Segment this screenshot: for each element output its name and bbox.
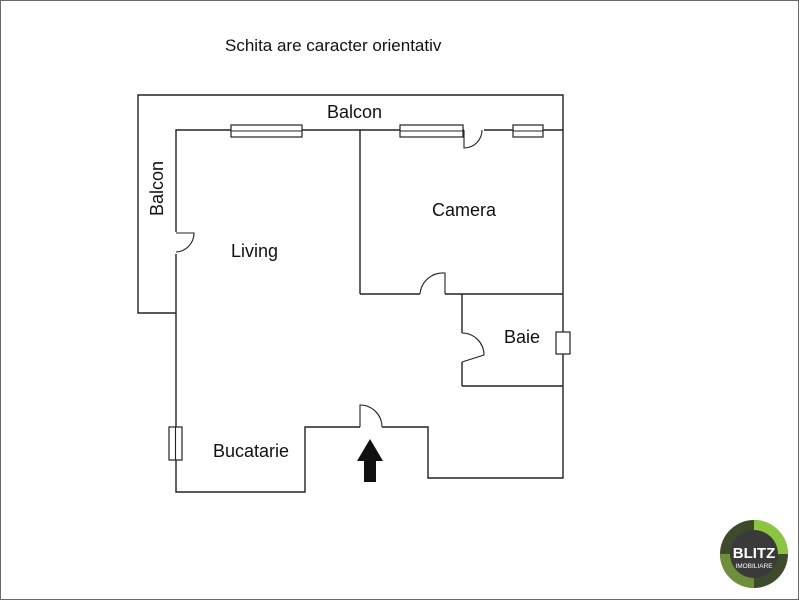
label-bucatarie: Bucatarie xyxy=(213,441,289,461)
door-gap-living-balcony xyxy=(173,232,179,254)
logo-sub: IMOBILIARE xyxy=(735,563,773,570)
entrance-arrow-icon xyxy=(357,439,383,482)
label-balcon-top: Balcon xyxy=(327,102,382,122)
door-gap-camera-balcony xyxy=(464,128,484,133)
logo-center xyxy=(730,530,778,578)
door-living-balcony xyxy=(175,232,195,253)
door-entrance xyxy=(359,404,383,428)
balcony-outline xyxy=(137,94,564,314)
logo-name: BLITZ xyxy=(733,545,776,562)
label-camera: Camera xyxy=(432,200,497,220)
window-baie xyxy=(555,331,571,355)
door-baie xyxy=(461,332,485,363)
blitz-logo: BLITZ IMOBILIARE xyxy=(720,520,788,588)
logo-ring-accent-2 xyxy=(720,554,754,588)
disclaimer-note: Schita are caracter orientativ xyxy=(225,36,442,55)
door-camera xyxy=(419,272,446,295)
label-living: Living xyxy=(231,241,278,261)
apartment-outline xyxy=(175,129,564,493)
logo-ring-accent xyxy=(754,520,788,554)
door-camera-balcony xyxy=(463,129,483,149)
door-gap-entrance xyxy=(360,424,382,430)
label-baie: Baie xyxy=(504,327,540,347)
label-balcon-side: Balcon xyxy=(147,161,167,216)
